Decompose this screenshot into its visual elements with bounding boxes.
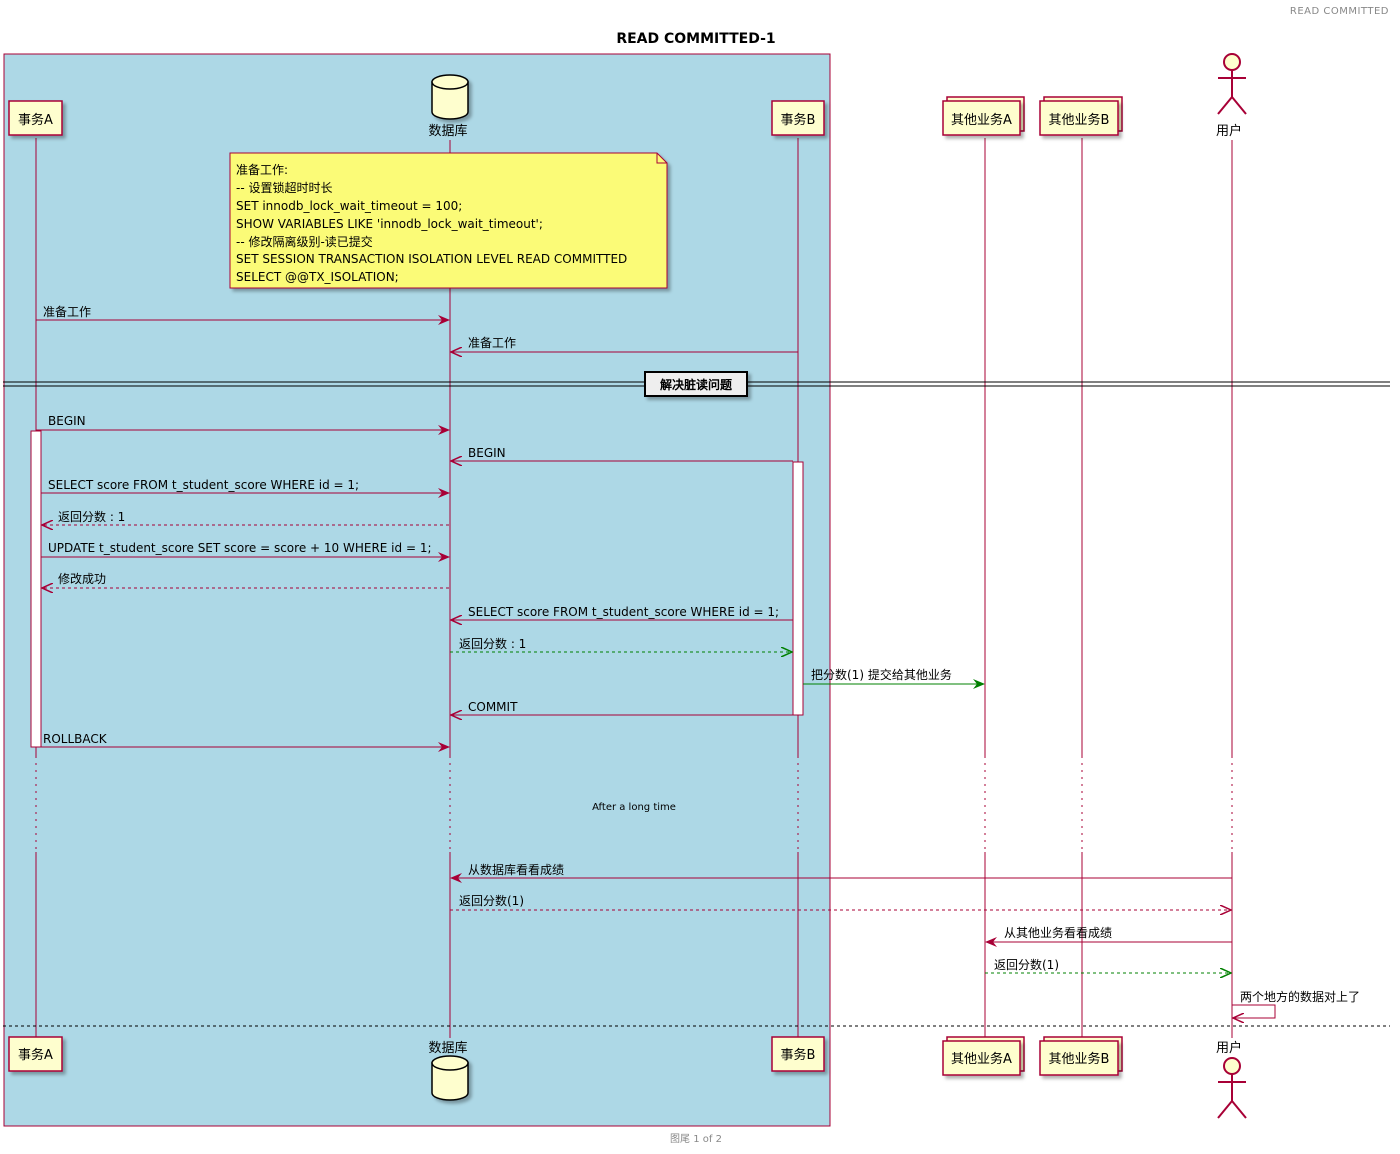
message: SELECT score FROM t_student_score WHERE …: [41, 478, 450, 498]
note-line: SET innodb_lock_wait_timeout = 100;: [236, 199, 462, 213]
participant-user-bottom: 用户: [1216, 1040, 1247, 1119]
message-label: 从其他业务看看成绩: [1004, 925, 1112, 940]
message: SELECT score FROM t_student_score WHERE …: [451, 605, 793, 620]
note-line: -- 修改隔离级别-读已提交: [236, 234, 373, 249]
note-line: SHOW VARIABLES LIKE 'innodb_lock_wait_ti…: [236, 217, 543, 231]
participant-other-a-label: 其他业务A: [951, 1051, 1012, 1067]
setup-note: 准备工作: -- 设置锁超时时长 SET innodb_lock_wait_ti…: [229, 152, 668, 289]
activation-bar-b: [792, 461, 804, 716]
participant-user-top: 用户: [1216, 53, 1247, 139]
footer-text: 图尾 1 of 2: [670, 1133, 722, 1145]
diagram-title: READ COMMITTED-1: [616, 31, 775, 47]
section-divider: 解决脏读问题: [3, 371, 1390, 397]
message: 返回分数 : 1: [42, 509, 449, 525]
participant-other-b-label: 其他业务B: [1049, 1051, 1110, 1067]
delay-label: After a long time: [592, 802, 676, 813]
message-label: 修改成功: [58, 571, 106, 586]
message: 返回分数(1): [985, 957, 1231, 973]
message: 把分数(1) 提交给其他业务: [803, 667, 985, 689]
database-icon: [431, 74, 469, 120]
participant-other-a-bottom: 其他业务A: [942, 1036, 1025, 1076]
message-label: 返回分数(1): [459, 893, 524, 908]
message: 从其他业务看看成绩: [985, 925, 1232, 947]
note-line: SELECT @@TX_ISOLATION;: [236, 270, 399, 284]
database-icon: [431, 1055, 469, 1101]
participant-user-label: 用户: [1216, 1040, 1242, 1056]
participant-a-label: 事务A: [18, 1047, 53, 1063]
message-label: BEGIN: [48, 414, 86, 428]
message: 返回分数(1): [450, 893, 1231, 910]
participant-b-label: 事务B: [781, 1047, 816, 1063]
actor-icon: [1217, 1057, 1247, 1119]
note-line: SET SESSION TRANSACTION ISOLATION LEVEL …: [236, 252, 627, 266]
participant-other-b-top: 其他业务B: [1039, 96, 1123, 136]
participant-user-label: 用户: [1216, 123, 1242, 139]
message-label: 准备工作: [43, 305, 91, 319]
message: 返回分数 : 1: [450, 636, 792, 652]
participant-db-bottom: 数据库: [428, 1040, 469, 1101]
participant-a-top: 事务A: [8, 100, 63, 136]
message-label: 返回分数 : 1: [459, 636, 526, 651]
participant-db-label: 数据库: [428, 123, 467, 139]
message: 从数据库看看成绩: [450, 862, 1232, 883]
participant-db-top: 数据库: [428, 74, 469, 139]
message: COMMIT: [451, 700, 793, 715]
self-message: 两个地方的数据对上了: [1232, 989, 1360, 1018]
participant-other-b-label: 其他业务B: [1049, 112, 1110, 128]
participant-a-label: 事务A: [18, 112, 53, 128]
divider-label: 解决脏读问题: [660, 377, 733, 392]
message: UPDATE t_student_score SET score = score…: [41, 541, 450, 562]
participant-b-top: 事务B: [771, 100, 825, 136]
participant-other-a-label: 其他业务A: [951, 112, 1012, 128]
message-label: 返回分数 : 1: [58, 509, 125, 524]
note-line: 准备工作:: [236, 163, 288, 177]
message: 修改成功: [42, 571, 449, 588]
participant-other-a-top: 其他业务A: [942, 96, 1025, 136]
message-label: ROLLBACK: [43, 732, 108, 746]
participant-other-b-bottom: 其他业务B: [1039, 1036, 1123, 1076]
message-label: 返回分数(1): [994, 957, 1059, 972]
message-label: 准备工作: [468, 336, 516, 350]
participant-a-bottom: 事务A: [8, 1036, 63, 1072]
message: 准备工作: [36, 305, 450, 325]
message-label: 从数据库看看成绩: [468, 862, 564, 877]
message-label: SELECT score FROM t_student_score WHERE …: [468, 605, 779, 619]
participant-b-label: 事务B: [781, 112, 816, 128]
activation-bar-a: [30, 430, 42, 748]
participant-db-label: 数据库: [428, 1040, 467, 1056]
header-right-text: READ COMMITTED: [1290, 6, 1389, 17]
message-label: SELECT score FROM t_student_score WHERE …: [48, 478, 359, 492]
message: BEGIN: [36, 414, 450, 435]
note-line: -- 设置锁超时时长: [236, 180, 332, 195]
message: ROLLBACK: [41, 732, 450, 752]
message-label: 把分数(1) 提交给其他业务: [811, 667, 952, 682]
message-label: COMMIT: [468, 700, 518, 714]
actor-icon: [1217, 53, 1247, 115]
message: 准备工作: [451, 336, 798, 352]
message-label: BEGIN: [468, 446, 506, 460]
message-label: 两个地方的数据对上了: [1240, 989, 1360, 1004]
participant-b-bottom: 事务B: [771, 1036, 825, 1072]
message-label: UPDATE t_student_score SET score = score…: [48, 541, 432, 555]
message: BEGIN: [451, 446, 793, 461]
